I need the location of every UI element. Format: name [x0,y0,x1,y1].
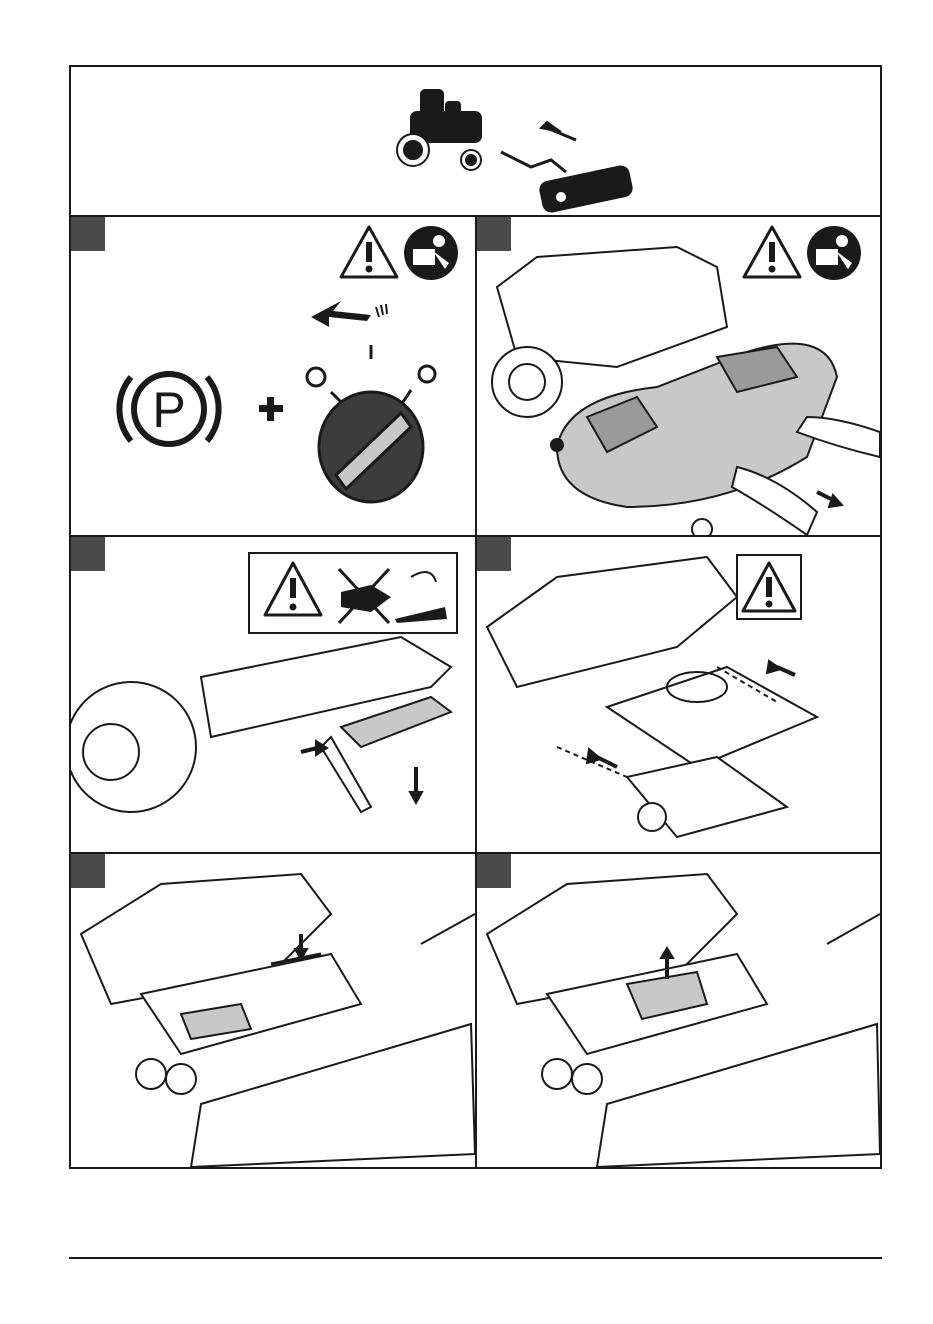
svg-text:P: P [152,382,185,438]
warning-triangle-icon [744,227,800,277]
remove-mower-deck [492,247,880,535]
instruction-frame: P [69,65,882,1169]
step-panel-3 [71,537,475,852]
lift-plate [487,874,880,1167]
step-panel-1: P [71,217,475,535]
step-marker [477,854,511,888]
lock-attachment [81,874,475,1167]
read-manual-icon [404,226,458,280]
lever-release [71,637,451,812]
warning-triangle-icon [341,227,397,277]
footer-rule [69,1257,882,1259]
step-marker [71,537,105,571]
step-marker [71,854,105,888]
read-manual-icon [807,226,861,280]
step-marker [71,217,105,251]
header-illustration-cell [71,67,880,217]
step-panel-5 [71,854,475,1167]
mower-with-attachment-icon [71,67,880,217]
ignition-key-off-icon [307,301,435,502]
plus-sign [259,397,283,421]
step-marker [477,537,511,571]
step-panel-6 [477,854,880,1167]
step-panel-2 [477,217,880,535]
step-marker [477,217,511,251]
step-panel-4 [477,537,880,852]
